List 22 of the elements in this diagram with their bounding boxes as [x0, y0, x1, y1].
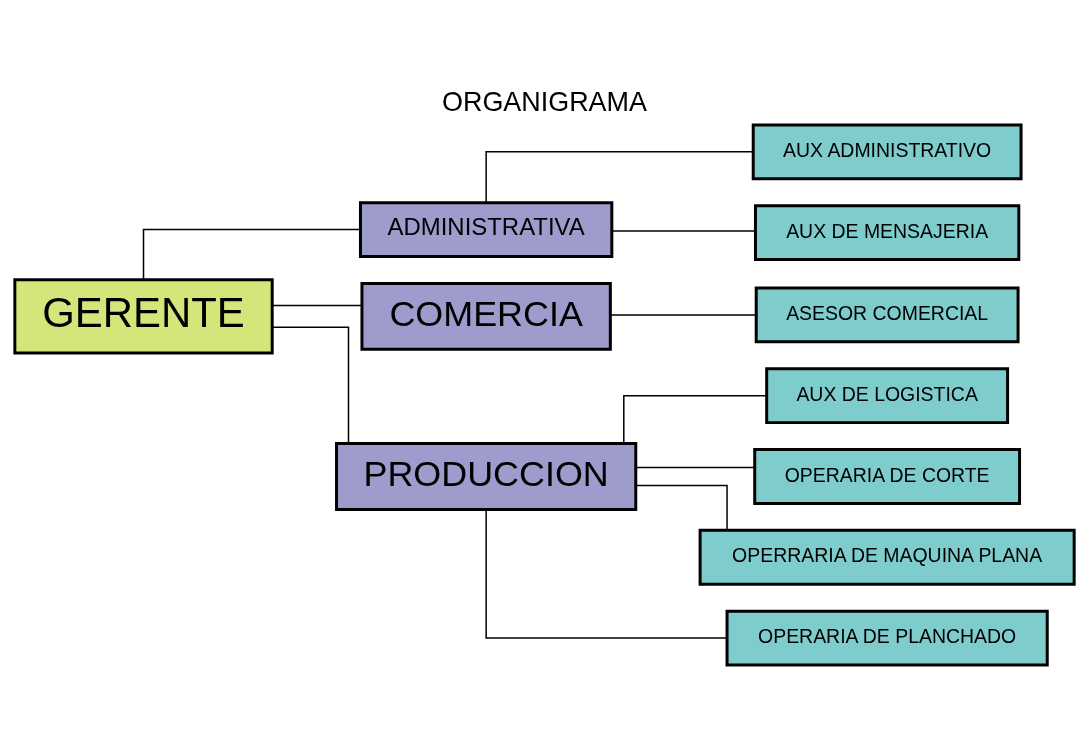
node-box: AUX DE LOGISTICA — [765, 367, 1010, 425]
connector — [485, 508, 728, 639]
connector — [635, 484, 728, 531]
connector — [611, 230, 756, 232]
connector — [623, 394, 768, 444]
node-box: ADMINISTRATIVA — [358, 201, 614, 259]
diagram-title: ORGANIGRAMA — [442, 86, 647, 117]
connector — [142, 228, 361, 281]
node-box: AUX ADMINISTRATIVO — [751, 123, 1023, 181]
node-box: OPERARIA DE PLANCHADO — [725, 609, 1049, 667]
node-box: GERENTE — [13, 278, 274, 355]
connector — [610, 314, 757, 316]
connector — [635, 466, 756, 469]
node-box: COMERCIA — [360, 282, 612, 351]
connector — [272, 326, 350, 445]
connector — [271, 304, 363, 307]
node-box: AUX DE MENSAJERIA — [753, 204, 1021, 262]
node-box: OPERARIA DE CORTE — [753, 448, 1022, 505]
node-box: OPERRARIA DE MAQUINA PLANA — [698, 528, 1076, 586]
node-box: PRODUCCION — [335, 442, 638, 511]
node-box: ASESOR COMERCIAL — [754, 286, 1020, 344]
connector — [485, 151, 754, 204]
